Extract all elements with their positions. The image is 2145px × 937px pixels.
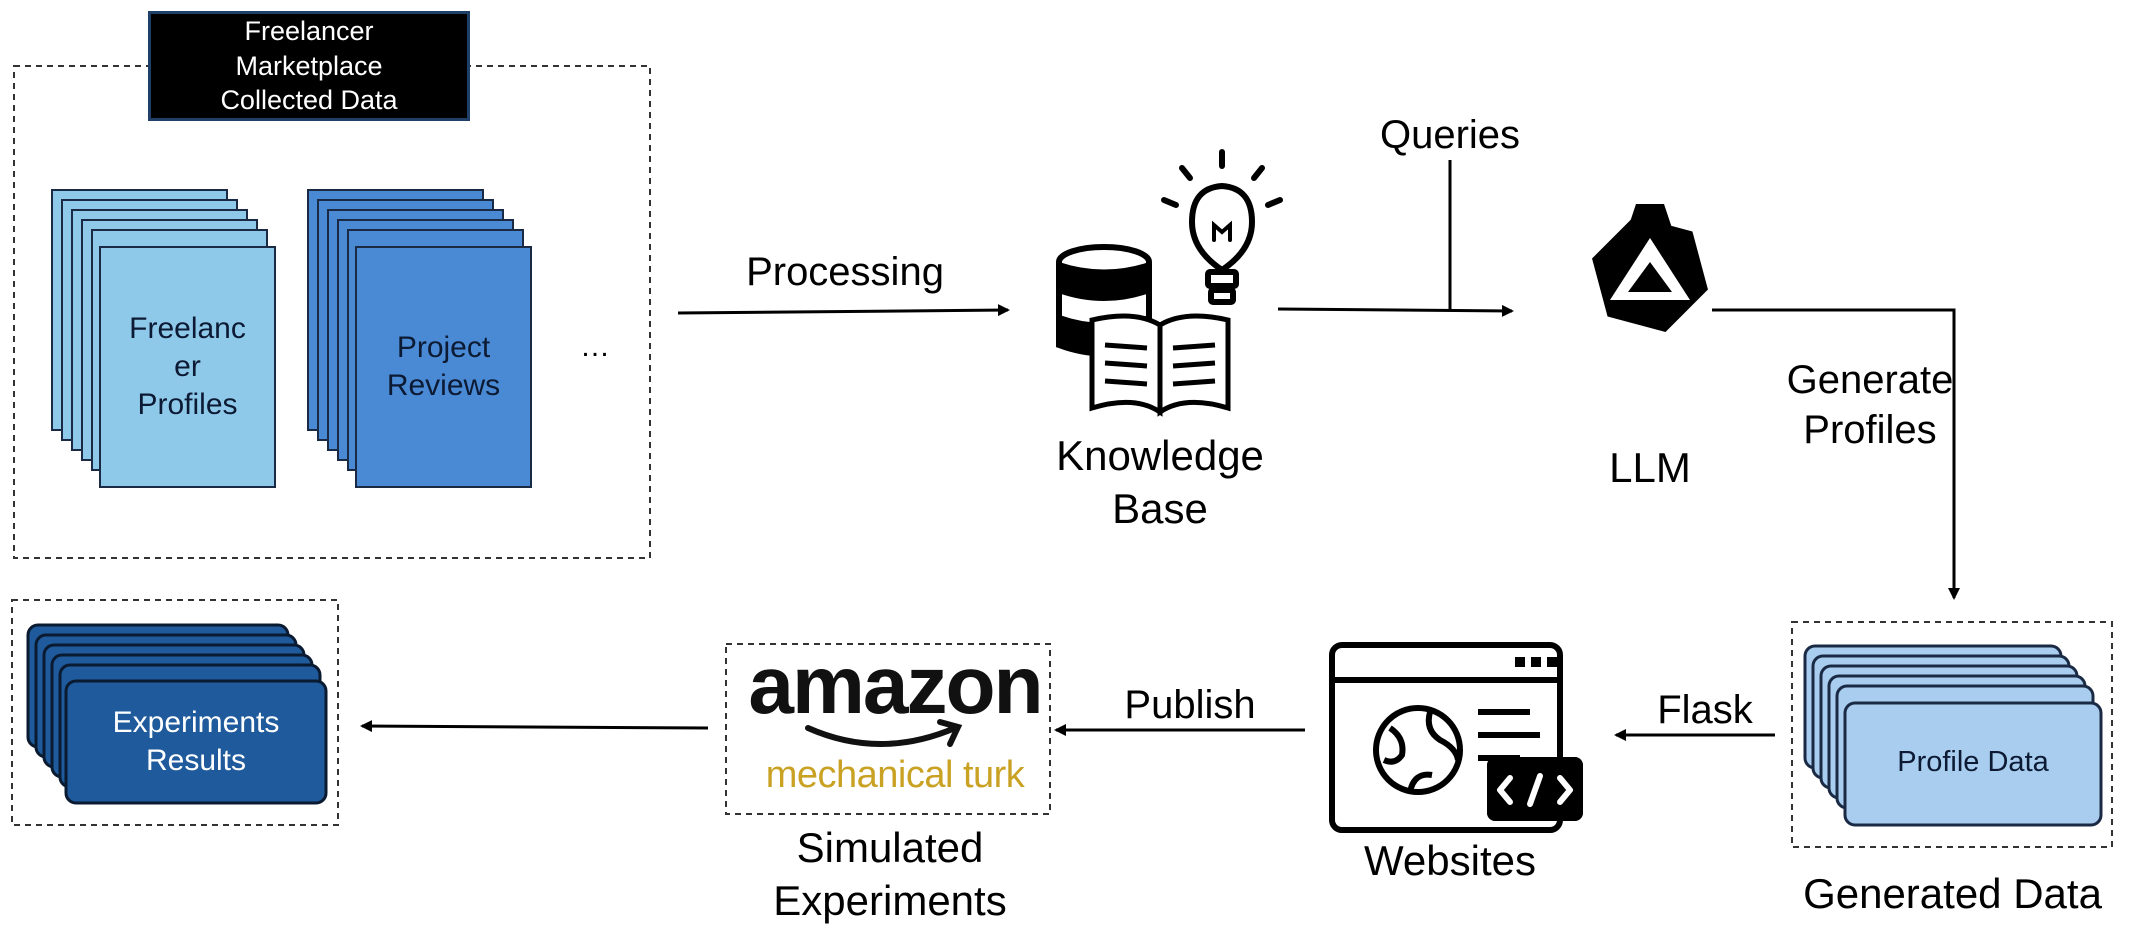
freelancer-profiles-stack (51, 189, 276, 488)
llm-label: LLM (1609, 444, 1691, 491)
kb-to-llm-arrow (1277, 304, 1514, 317)
publish-label: Publish (1124, 683, 1256, 727)
profile-data-stack (1803, 644, 2103, 827)
generate-profiles-line-2: Profiles (1803, 408, 1937, 452)
project-reviews-line-2: Reviews (386, 369, 501, 403)
queries-label: Queries (1379, 113, 1521, 157)
websites-label: Websites (1364, 837, 1536, 884)
experiments-results-label: Experiments Results (66, 704, 326, 780)
knowledge-base-label: Knowledge Base (1020, 430, 1300, 535)
more-data-ellipsis: … (580, 330, 610, 363)
processing-arrow (677, 304, 1010, 317)
collected-title-line-3: Collected Data (220, 85, 398, 116)
collected-title-line-2: Marketplace (235, 50, 383, 81)
freelancer-profiles-line-1: Freelanc (129, 312, 246, 345)
simulated-experiments-line-1: Simulated (796, 824, 984, 871)
experiments-results-stack (26, 623, 328, 805)
simulated-experiments-line-2: Experiments (773, 876, 1007, 924)
knowledge-base-line-1: Knowledge (1056, 432, 1264, 479)
collected-data-title: Freelancer Marketplace Collected Data (148, 11, 470, 121)
knowledge-base-line-2: Base (1112, 484, 1208, 532)
book-icon (1089, 313, 1231, 417)
simulated-experiments-label: Simulated Experiments (740, 822, 1040, 927)
lightbulb-icon (1161, 149, 1283, 305)
generated-data-label: Generated Data (1803, 870, 2102, 917)
mechanical-turk-wordmark: mechanical turk (765, 754, 1025, 796)
project-reviews-stack (307, 189, 532, 488)
generate-profiles-line-1: Generate (1786, 358, 1954, 402)
project-reviews-line-1: Project (396, 331, 491, 364)
collected-data-container (13, 65, 651, 559)
freelancer-profiles-line-2: er (174, 350, 201, 384)
project-reviews-label: Project Reviews (356, 329, 531, 405)
generate-profiles-label: Generate Profiles (1735, 355, 2005, 455)
llm-logo-icon (1592, 204, 1708, 332)
mturk-container (725, 643, 1051, 815)
amazon-wordmark: amazon (748, 640, 1043, 731)
generate-profiles-arrow (1712, 308, 1960, 600)
freelancer-profiles-label: Freelanc er Profiles (100, 310, 275, 424)
profile-data-label: Profile Data (1897, 746, 2049, 778)
freelancer-profiles-line-3: Profiles (137, 388, 238, 422)
experiments-results-line-2: Results (145, 744, 247, 778)
experiments-results-line-1: Experiments (112, 706, 280, 739)
generated-data-container (1791, 621, 2113, 848)
amazon-smile-icon (805, 719, 963, 747)
processing-label: Processing (746, 250, 944, 294)
collected-title-line-1: Freelancer (244, 16, 374, 47)
results-arrow (360, 720, 709, 733)
code-icon (1497, 773, 1573, 807)
flask-label: Flask (1657, 688, 1753, 732)
